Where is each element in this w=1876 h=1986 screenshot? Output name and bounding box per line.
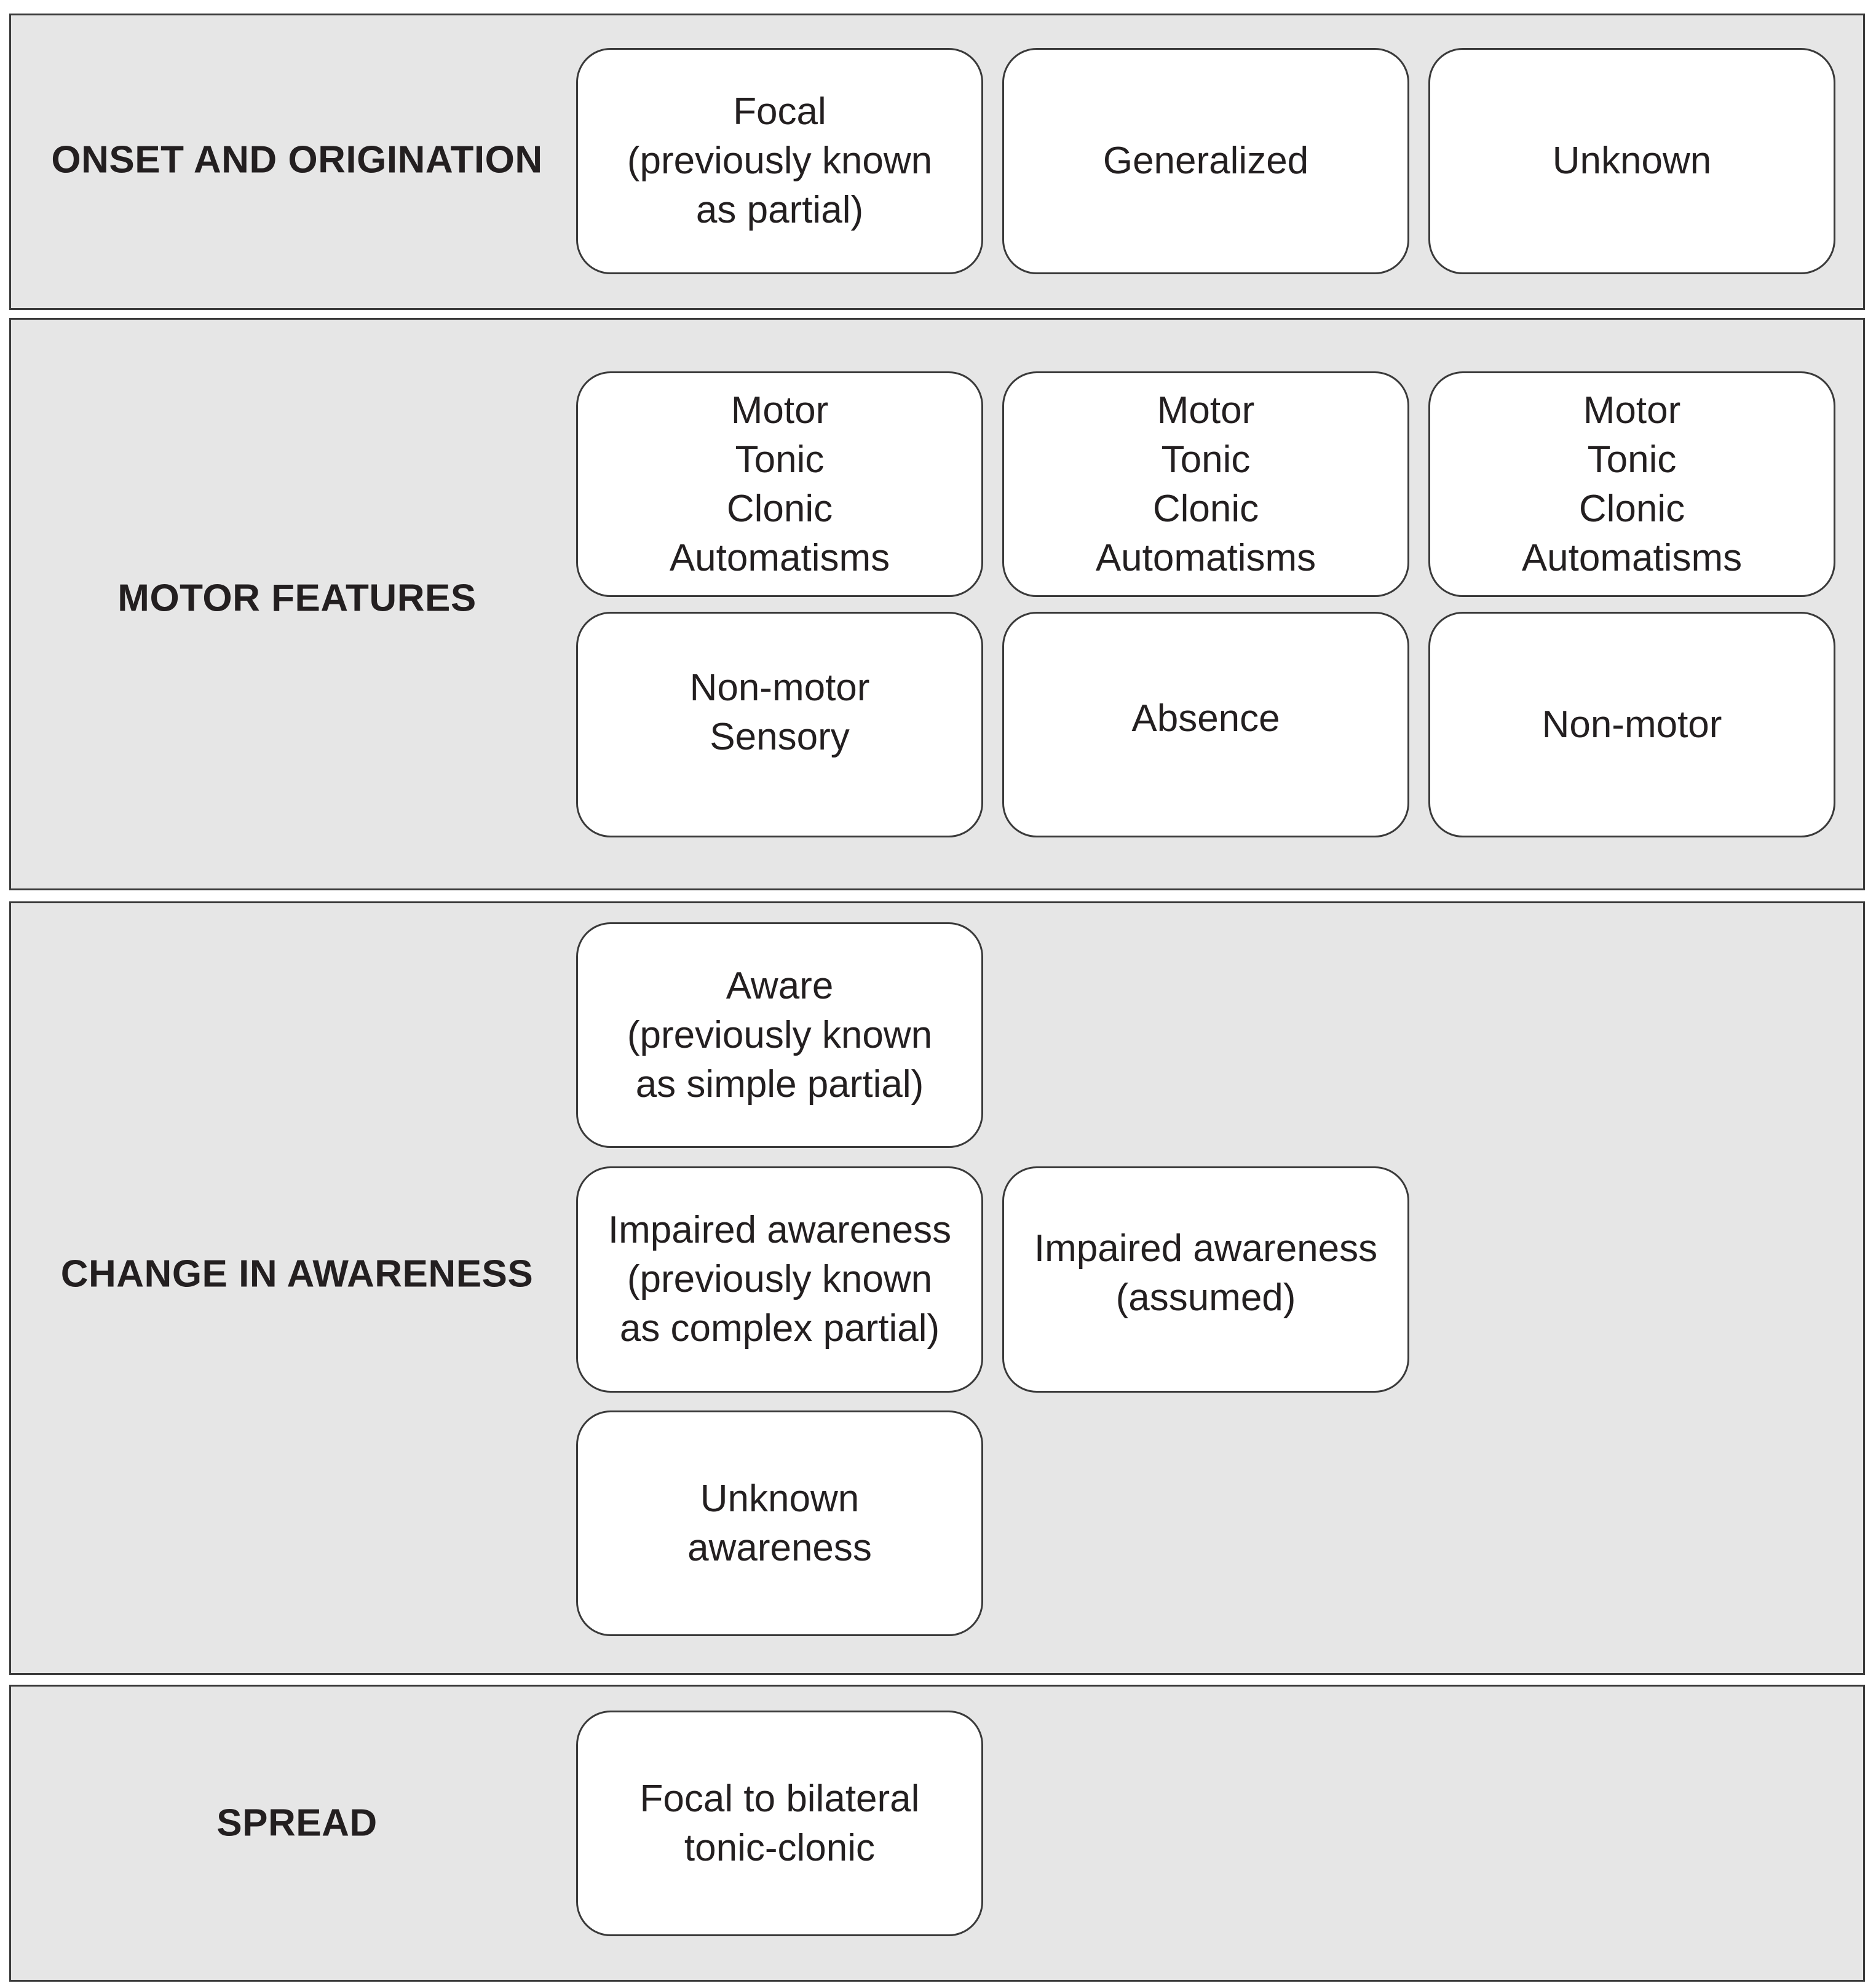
aware-box: Aware (previously known as simple partia… xyxy=(576,922,983,1148)
impaired-awareness-focal-box: Impaired awareness (previously known as … xyxy=(576,1166,983,1393)
unknown-onset-box: Unknown xyxy=(1428,48,1835,274)
unknown-awareness-box: Unknown awareness xyxy=(576,1410,983,1636)
generalized-motor-box: Motor Tonic Clonic Automatisms xyxy=(1002,371,1409,597)
motor-features-label: MOTOR FEATURES xyxy=(117,577,477,620)
onset-label: ONSET AND ORIGINATION xyxy=(51,138,543,181)
focal-motor-box: Motor Tonic Clonic Automatisms xyxy=(576,371,983,597)
spread-label: SPREAD xyxy=(216,1802,378,1845)
generalized-onset-box: Generalized xyxy=(1002,48,1409,274)
impaired-awareness-assumed-box: Impaired awareness (assumed) xyxy=(1002,1166,1409,1393)
focal-to-bilateral-box: Focal to bilateral tonic-clonic xyxy=(576,1711,983,1936)
awareness-label: CHANGE IN AWARENESS xyxy=(60,1252,534,1296)
unknown-motor-box: Motor Tonic Clonic Automatisms xyxy=(1428,371,1835,597)
focal-nonmotor-box: Non-motor Sensory xyxy=(576,612,983,837)
absence-box: Absence xyxy=(1002,612,1409,837)
unknown-nonmotor-box: Non-motor xyxy=(1428,612,1835,837)
focal-onset-box: Focal (previously known as partial) xyxy=(576,48,983,274)
